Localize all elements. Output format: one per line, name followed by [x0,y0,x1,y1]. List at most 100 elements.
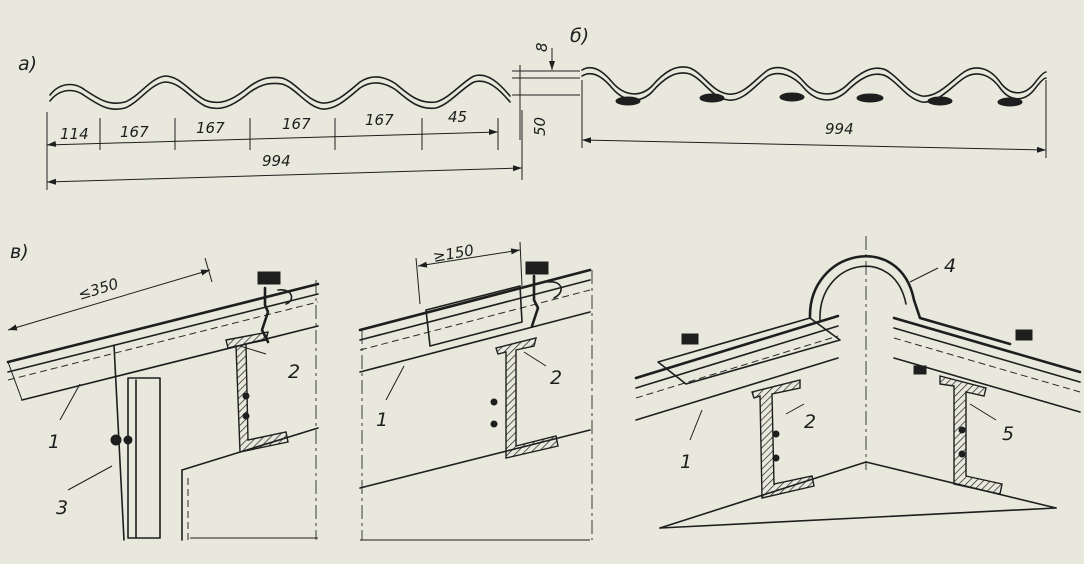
r-right-top [892,316,1082,374]
span-5: 167 [365,111,394,129]
callout-1-left: 1 [48,431,60,453]
purlin-bolt-2 [242,412,250,420]
m-overlap [425,285,523,347]
m-leader-2 [523,351,547,367]
r-leader-1 [689,409,703,441]
span-2: 167 [120,123,149,141]
m-sheet-dashed [359,289,591,351]
thickness-value: 8 [533,42,551,52]
post-bolt-1 [110,434,122,446]
truss-apex [659,461,1057,529]
sheet-end [7,361,23,401]
purlin-ridge-r [939,375,1003,495]
r-leader-2 [785,403,805,415]
r-left-2 [635,325,839,389]
rafter-top [181,427,319,471]
bolt-hook-curve [277,289,293,305]
height-value: 50 [531,117,549,136]
m-sheet-top [358,268,592,332]
purlin-bolt-1 [242,392,250,400]
pad-5 [927,96,953,106]
dim-350: ≤350 [76,275,121,304]
m-bolt-1 [490,398,498,406]
callout-5: 5 [1002,423,1014,445]
m-sheet-bottom [359,311,591,373]
r-pb-1 [772,430,780,438]
detail-middle: ≥150 1 2 [358,241,593,541]
callout-2-ridge: 2 [804,411,816,433]
dim-150-line [417,248,521,268]
pad-1 [615,96,641,106]
panel-b-letter: б) [570,25,589,47]
span-1: 114 [60,125,89,143]
truss-bottom [659,507,1057,529]
wave-sheet-outer [49,74,511,105]
span-4: 167 [282,115,311,133]
span-3: 167 [196,119,225,137]
m-sheet-2 [359,279,591,341]
sheet-2 [7,293,319,373]
detail-left: ≤350 1 2 3 [6,257,320,541]
callout-4: 4 [944,255,956,277]
callout-2-left: 2 [288,361,300,383]
m-bolt-2 [490,420,498,428]
callout-3: 3 [56,497,68,519]
wave-sheet-inner [49,80,511,111]
callout-1-mid: 1 [376,409,388,431]
r-left-top [634,314,840,380]
total-dim-line [46,165,523,185]
dim-150-tick-l [415,257,421,305]
pad-2 [699,93,725,103]
leader-1 [59,383,81,421]
r-pb-4 [958,450,966,458]
bolt-nut [257,271,281,285]
pad-3 [779,92,805,102]
r-right-2 [893,327,1081,383]
sheet-bottom [21,325,319,401]
post-bolt-2 [123,435,133,445]
post [127,377,161,539]
r-bolt-r [1015,329,1033,341]
span-arrow-l [46,140,57,147]
pad-6 [997,97,1023,107]
span-6: 45 [448,108,467,126]
dim-150-tick-r [519,241,523,287]
r-pb-2 [772,454,780,462]
purlin-2 [495,337,559,459]
callout-2-mid: 2 [550,367,562,389]
panel-a-profile: а) 8 50 114 167 167 167 167 45 994 [18,42,580,190]
r-leader-4 [909,267,939,283]
wave-b-outer [581,66,1047,97]
sheet-dashed [7,301,319,381]
panel-a-letter: а) [18,53,37,75]
total-b: 994 [825,120,854,138]
span-dim-line [46,131,499,146]
dim-350-tick [204,257,213,283]
m-bolt-nut [525,261,549,275]
total-a: 994 [262,152,291,170]
m-rafter-top [359,429,591,489]
m-bolt-hook-curve [547,281,562,299]
dim-150: ≥150 [432,241,476,266]
panel-v-letter: в) [10,241,29,263]
m-leader-1 [385,365,405,401]
r-bolt-l [681,333,699,345]
pad-4 [856,93,884,103]
r-left-dashed [635,335,839,399]
leader-3 [67,465,113,491]
r-bolt-r2 [913,365,927,375]
callout-1-ridge: 1 [680,451,692,473]
wave-b-inner [581,72,1047,103]
ridge-cap [808,254,1012,346]
ridge-cap-inner [819,265,907,321]
m-hook-bolt [530,274,540,328]
purlin-1 [225,331,289,453]
dim-350-line [7,269,211,331]
leader-2 [239,345,267,355]
r-leader-5 [969,403,997,421]
r-left-overlap [657,317,841,385]
r-pb-3 [958,426,966,434]
purlin-ridge-l [751,379,815,499]
panel-b-profile: б) 994 [570,25,1047,158]
